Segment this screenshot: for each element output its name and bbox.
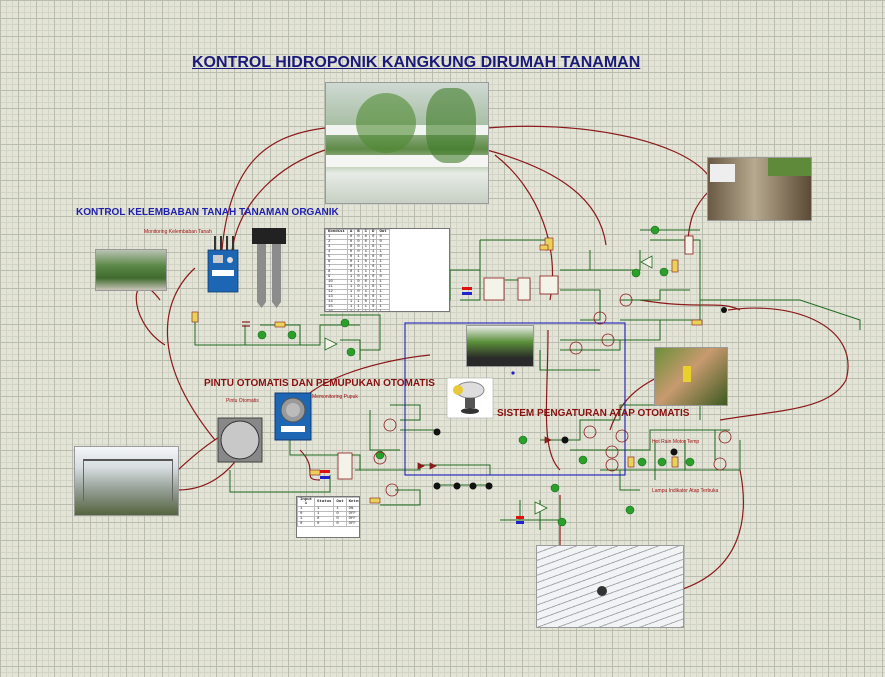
truth-table-header: Input 1 — [297, 497, 316, 507]
ic-chips — [337, 235, 694, 480]
hydroponic-photo — [325, 82, 489, 204]
door-auto-label: Pintu Otomatis — [226, 398, 259, 404]
roof-frame — [404, 322, 626, 476]
code-table-cell: 1 — [354, 309, 363, 311]
control-box-photo — [707, 157, 812, 221]
roof-motor — [446, 377, 494, 419]
transistors — [373, 293, 732, 497]
op-amps — [324, 255, 653, 515]
code-table-cell: 1 — [369, 309, 378, 311]
truth-table-cell: 0 — [297, 521, 316, 527]
truth-table-header: Keterangan — [345, 497, 359, 507]
fertilizer-sensor — [274, 392, 312, 441]
code-table-header: Kondisi — [325, 229, 348, 235]
door-section-title: PINTU OTOMATIS DAN PEMUPUKAN OTOMATIS — [204, 378, 435, 389]
roof-structure-photo — [536, 545, 684, 628]
page-title: KONTROL HIDROPONIK KANGKUNG DIRUMAH TANA… — [192, 54, 641, 71]
diodes — [417, 436, 552, 470]
fertilizer-label: Memonitoring Pupuk — [312, 394, 358, 400]
code-table-cell: 1 — [346, 309, 356, 311]
roof-state-labels: Hot Rain Motor Temp — [652, 439, 700, 445]
door-motor — [217, 417, 263, 463]
greenhouse-photo — [74, 446, 179, 516]
truth-table-header: Status — [314, 497, 335, 507]
soil-monitor-label: Monitoring Kelembaban Tanah — [144, 229, 212, 235]
seedling-photo — [466, 325, 534, 367]
code-table-cell: 1 — [361, 309, 371, 311]
roof-lamp-label: Lampu Indikator Atap Terbuka — [652, 488, 719, 494]
capacitor — [242, 321, 250, 327]
truth-table: Input 1StatusOutKeterangan111ON010OFF100… — [296, 496, 360, 538]
soil-section-title: KONTROL KELEMBABAN TANAH TANAMAN ORGANIK — [76, 207, 339, 218]
truth-table-cell: OFF — [345, 521, 359, 527]
indicator-lamps — [433, 307, 727, 490]
code-table-cell: 16 — [325, 309, 348, 311]
plant-hand-photo — [654, 347, 728, 406]
input-pins — [320, 287, 524, 524]
code-table-cell: 1 — [376, 309, 390, 311]
truth-table-header: Out — [333, 497, 347, 507]
organic-field-photo — [95, 249, 167, 291]
roof-section-title: SISTEM PENGATURAN ATAP OTOMATIS — [497, 408, 690, 419]
leds — [257, 225, 695, 527]
soil-probe — [252, 228, 286, 308]
truth-table-cell: 0 — [314, 521, 335, 527]
soil-sensor-module — [207, 236, 239, 293]
truth-table-cell: 0 — [333, 521, 347, 527]
